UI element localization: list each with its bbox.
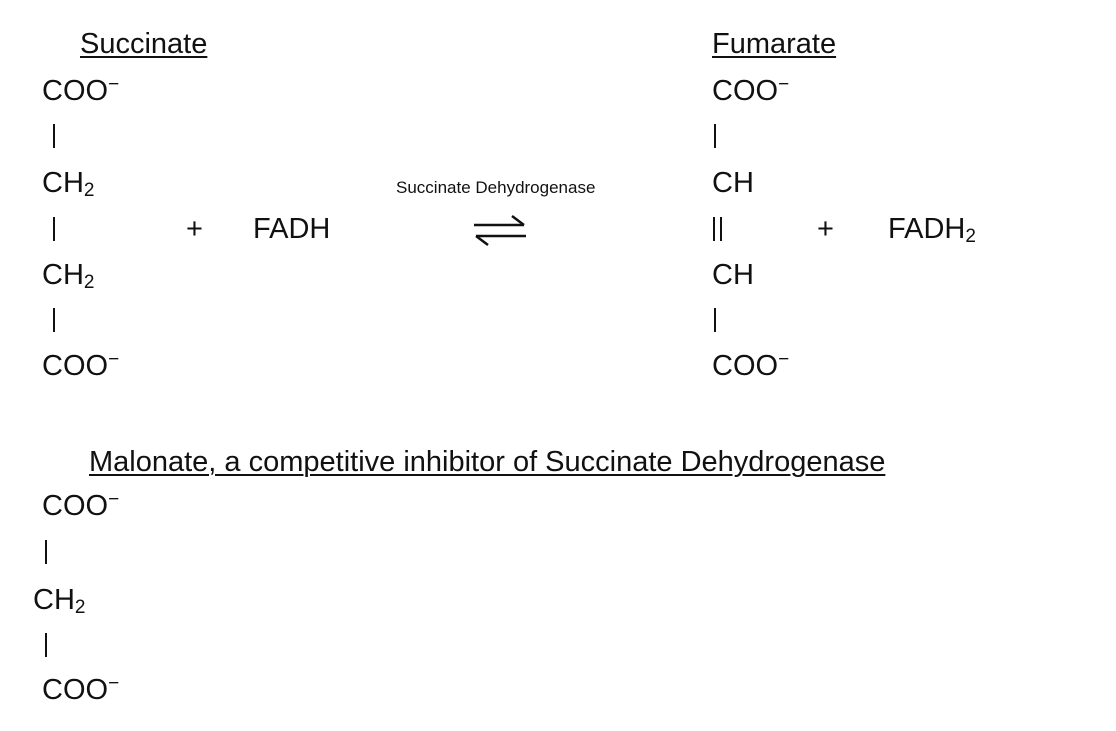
succinate-title: Succinate xyxy=(80,28,208,60)
reactant-cofactor: FADH xyxy=(253,213,331,245)
product-cofactor: FADH2 xyxy=(888,213,976,247)
succinate-ch2-2: CH2 xyxy=(42,259,95,293)
malonate-coo-top: COO− xyxy=(42,489,120,522)
single-bond xyxy=(45,633,47,657)
fumarate-ch-1: CH xyxy=(712,167,754,199)
succinate-coo-top: COO− xyxy=(42,74,120,107)
fumarate-coo-bottom: COO− xyxy=(712,349,790,382)
malonate-title: Malonate, a competitive inhibitor of Suc… xyxy=(89,446,886,478)
succinate-ch2-1: CH2 xyxy=(42,167,95,201)
enzyme-label: Succinate Dehydrogenase xyxy=(396,178,596,197)
plus-sign: + xyxy=(817,213,834,245)
succinate-coo-bottom: COO− xyxy=(42,349,120,382)
equilibrium-arrow-icon xyxy=(474,215,526,246)
plus-sign: + xyxy=(186,213,203,245)
single-bond xyxy=(53,308,55,332)
single-bond xyxy=(714,124,716,148)
fumarate-title: Fumarate xyxy=(712,28,837,60)
double-bond xyxy=(713,217,722,241)
single-bond xyxy=(714,308,716,332)
single-bond xyxy=(45,540,47,564)
single-bond xyxy=(53,217,55,241)
malonate-coo-bottom: COO− xyxy=(42,673,120,706)
fumarate-ch-2: CH xyxy=(712,259,754,291)
malonate-ch2: CH2 xyxy=(33,584,86,618)
single-bond xyxy=(53,124,55,148)
fumarate-coo-top: COO− xyxy=(712,74,790,107)
